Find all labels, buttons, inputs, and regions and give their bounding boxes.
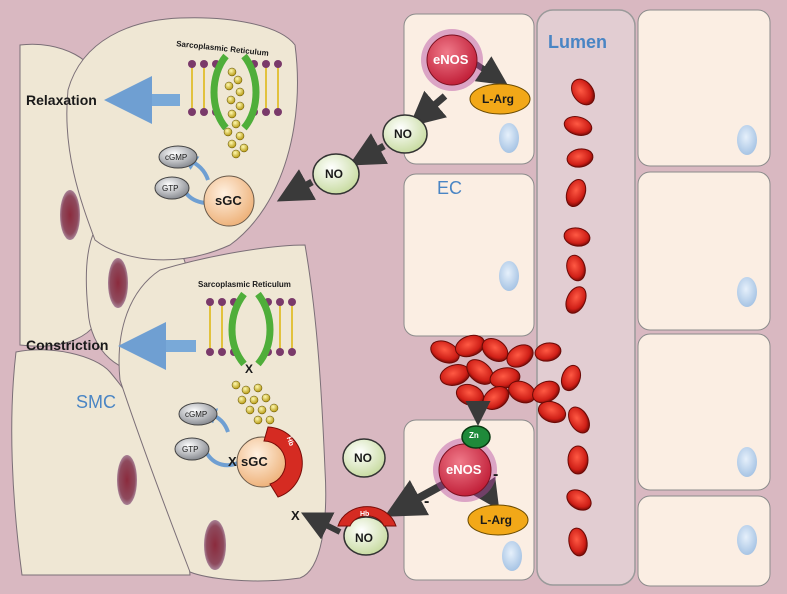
x-mark-channel: X xyxy=(245,362,254,376)
smc-label: SMC xyxy=(76,392,116,412)
channel-left xyxy=(228,291,247,367)
hb-no xyxy=(337,506,397,527)
hb-sgc xyxy=(263,426,303,498)
constriction-label: Constriction xyxy=(26,337,109,353)
enos-label-top: eNOS xyxy=(433,52,469,67)
rbc xyxy=(566,148,594,168)
gtp-bottom xyxy=(174,437,210,461)
channel-right xyxy=(241,53,260,131)
rbc xyxy=(565,178,587,208)
sgc-label-top: sGC xyxy=(215,193,242,208)
nucleus xyxy=(117,455,137,505)
calcium-ions-bottom xyxy=(231,380,279,425)
rbc xyxy=(537,400,567,424)
hb-label-no: Hb xyxy=(360,511,370,518)
enos-label-bottom: eNOS xyxy=(446,462,482,477)
x-mark-gtp: X xyxy=(228,454,237,469)
larg-bottom xyxy=(467,504,529,536)
rbc xyxy=(506,344,534,368)
sr-membrane-top xyxy=(188,53,282,159)
rbc xyxy=(571,78,595,106)
no-label-free: NO xyxy=(354,451,372,465)
relaxation-label: Relaxation xyxy=(26,92,97,108)
no-label-2: NO xyxy=(325,167,343,181)
ec-label: EC xyxy=(437,178,463,198)
no-molecule-hb xyxy=(343,516,389,556)
ec-cell xyxy=(637,9,771,167)
cgmp-top xyxy=(158,145,198,169)
no-molecule-free xyxy=(342,438,386,478)
rbc xyxy=(534,342,562,362)
gtp-top xyxy=(154,176,190,200)
rbc xyxy=(568,406,590,434)
rbc xyxy=(430,340,460,364)
channel-right xyxy=(255,291,274,367)
no-to-sgc-arrow xyxy=(276,169,316,202)
ec-cell xyxy=(637,333,771,491)
red-blood-cells xyxy=(534,78,595,557)
ec-nuclei xyxy=(499,123,757,571)
larg-label-top: L-Arg xyxy=(482,92,514,106)
gtp-label-top: GTP xyxy=(162,184,179,193)
enos-to-larg-arrow xyxy=(474,56,508,86)
enos-to-no-arrow xyxy=(409,90,448,127)
lumen-label: Lumen xyxy=(548,32,608,52)
nucleus xyxy=(60,190,80,240)
enos-top xyxy=(426,34,478,86)
cgmp-bottom xyxy=(178,402,218,426)
nucleus xyxy=(737,525,757,555)
calcium-ions-top xyxy=(223,67,249,159)
ec-cell xyxy=(637,495,771,587)
no-molecule xyxy=(312,153,360,195)
ec-cell xyxy=(403,173,535,337)
sgc-label-bottom: sGC xyxy=(241,454,268,469)
rbc xyxy=(563,227,591,247)
rbc xyxy=(563,116,593,136)
minus-mark-2: - xyxy=(424,493,430,510)
rbc xyxy=(568,527,588,557)
no-to-no-arrow xyxy=(348,133,388,166)
gtp-label-bottom: GTP xyxy=(182,445,199,454)
ec-cell xyxy=(637,171,771,331)
no-out-arrow xyxy=(300,512,342,540)
sgc-top xyxy=(203,175,255,227)
enos-to-no-arrow-bottom xyxy=(384,478,450,517)
larg-top xyxy=(469,83,531,115)
channel-left xyxy=(210,53,229,131)
nucleus xyxy=(502,541,522,571)
nucleus xyxy=(499,261,519,291)
molecules xyxy=(154,29,531,556)
cgmp-label-top: cGMP xyxy=(165,153,188,162)
rbc xyxy=(566,489,592,511)
smc-bottom xyxy=(118,244,327,582)
minus-mark-1: - xyxy=(493,466,499,483)
smc-nuclei xyxy=(60,190,226,570)
rbc xyxy=(566,254,586,282)
rbc xyxy=(567,445,589,475)
nucleus xyxy=(499,123,519,153)
no-molecule xyxy=(382,114,428,154)
cgmp-label-bottom: cGMP xyxy=(185,410,208,419)
sr-membrane-bottom xyxy=(206,291,296,425)
larg-label-bottom: L-Arg xyxy=(480,513,512,527)
nucleus xyxy=(204,520,226,570)
zn-label: Zn xyxy=(469,431,479,440)
no-label-1: NO xyxy=(394,127,412,141)
nucleus xyxy=(737,447,757,477)
sr-label-bottom: Sarcoplasmic Reticulum xyxy=(198,280,291,289)
nucleus xyxy=(108,258,128,308)
rbc xyxy=(565,286,587,314)
zn-molecule xyxy=(461,425,491,449)
nucleus xyxy=(737,125,757,155)
x-mark-no: X xyxy=(291,508,300,523)
no-label-hb: NO xyxy=(355,531,373,545)
nucleus xyxy=(737,277,757,307)
rbc xyxy=(560,364,582,392)
